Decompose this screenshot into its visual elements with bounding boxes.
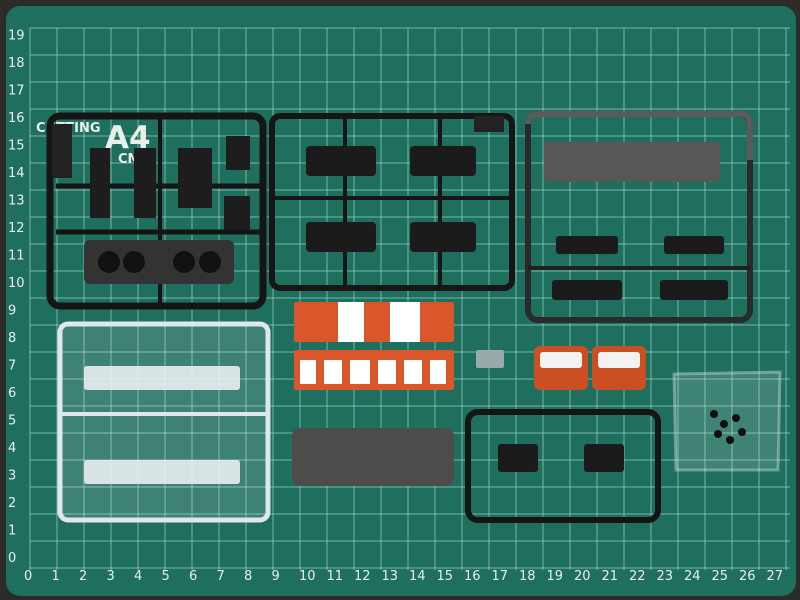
y-ruler-label: 0 [8,551,16,566]
y-ruler-label: 2 [8,496,16,511]
x-ruler-label: 11 [327,569,344,584]
x-ruler-label: 7 [217,569,225,584]
y-ruler-label: 10 [8,276,25,291]
y-ruler-label: 13 [8,194,25,209]
x-ruler-label: 14 [409,569,426,584]
y-ruler-label: 17 [8,84,25,99]
x-ruler-label: 18 [519,569,536,584]
x-ruler-label: 13 [382,569,399,584]
x-ruler-label: 16 [464,569,481,584]
y-ruler-label: 6 [8,386,16,401]
x-ruler-label: 6 [189,569,197,584]
x-ruler-label: 8 [244,569,252,584]
x-ruler-label: 23 [657,569,674,584]
x-ruler-label: 3 [107,569,115,584]
x-ruler-label: 19 [547,569,564,584]
x-ruler-label: 25 [712,569,729,584]
gray-detail-part [476,350,504,368]
y-ruler-label: 8 [8,331,16,346]
x-ruler-label: 5 [162,569,170,584]
gray-sprue-roof [525,111,753,323]
y-ruler-label: 15 [8,139,25,154]
x-ruler-label: 2 [79,569,87,584]
x-ruler-label: 22 [629,569,646,584]
y-ruler-label: 1 [8,524,16,539]
x-ruler-label: 10 [299,569,316,584]
x-ruler-label: 27 [767,569,784,584]
clear-sprue [57,321,271,523]
x-ruler-label: 21 [602,569,619,584]
y-ruler-label: 5 [8,414,16,429]
x-ruler-label: 20 [574,569,591,584]
y-ruler-label: 4 [8,441,16,456]
dark-gray-roof [292,428,454,486]
x-ruler-label: 24 [684,569,701,584]
black-sprue-frames [269,113,515,291]
y-ruler-label: 9 [8,304,16,319]
black-sprue-small [465,409,661,523]
y-ruler-label: 19 [8,29,25,44]
x-ruler-label: 4 [134,569,142,584]
x-ruler-label: 1 [52,569,60,584]
orange-white-body-sides [294,302,454,390]
y-ruler-label: 16 [8,111,25,126]
x-ruler-label: 26 [739,569,756,584]
x-ruler-label: 15 [437,569,454,584]
x-ruler-label: 0 [24,569,32,584]
x-ruler-label: 17 [492,569,509,584]
black-sprue-bogies [46,112,267,310]
y-ruler-label: 11 [8,249,25,264]
y-ruler-label: 7 [8,359,16,374]
x-ruler-label: 9 [272,569,280,584]
x-ruler-label: 12 [354,569,371,584]
y-ruler-label: 12 [8,221,25,236]
screw-bag [672,370,782,472]
y-ruler-label: 3 [8,469,16,484]
y-ruler-label: 14 [8,166,25,181]
end-faces [534,346,646,390]
y-ruler-label: 18 [8,56,25,71]
